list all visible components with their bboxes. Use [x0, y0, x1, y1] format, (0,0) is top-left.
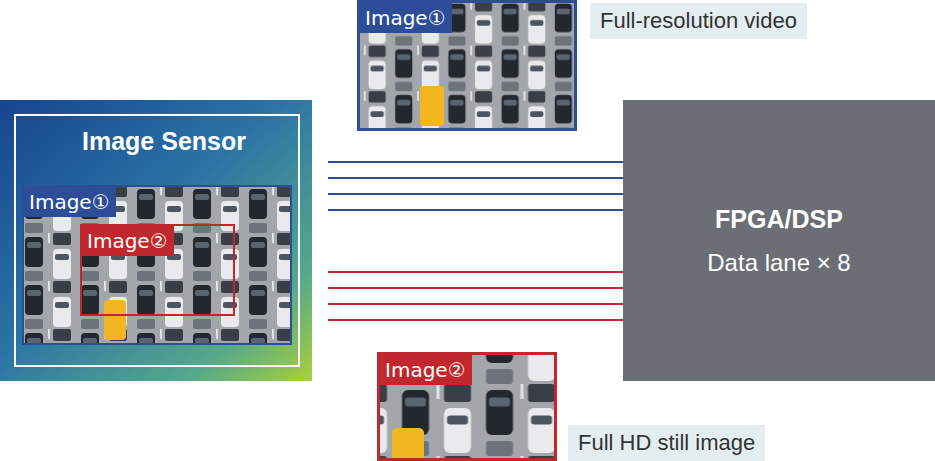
region-box: Image②	[80, 224, 235, 316]
data-lane-line	[328, 209, 623, 211]
processor-title: FPGA/DSP	[715, 204, 843, 234]
image-box: Image①	[357, 0, 577, 131]
data-lane-line	[328, 177, 623, 179]
image-box: Image②	[377, 352, 557, 461]
processor-box: FPGA/DSP Data lane × 8	[623, 100, 935, 381]
image-tag: Image②	[380, 355, 472, 385]
data-lane-line	[328, 161, 623, 163]
region-box: Image① Image②	[22, 185, 292, 345]
image-tag: Image①	[24, 187, 116, 217]
data-lane-line	[328, 303, 623, 305]
processor-detail: Data lane × 8	[707, 248, 850, 278]
data-lane-line	[328, 287, 623, 289]
sensor-box: Image SensorImage① Image②	[0, 100, 328, 381]
caption-label: Full HD still image	[568, 425, 765, 461]
sensor-title: Image Sensor	[0, 126, 328, 156]
image-tag: Image②	[82, 226, 174, 256]
image-tag: Image①	[360, 3, 452, 33]
caption-label: Full-resolution video	[590, 3, 807, 39]
data-lane-line	[328, 271, 623, 273]
data-lane-line	[328, 193, 623, 195]
data-lane-line	[328, 319, 623, 321]
